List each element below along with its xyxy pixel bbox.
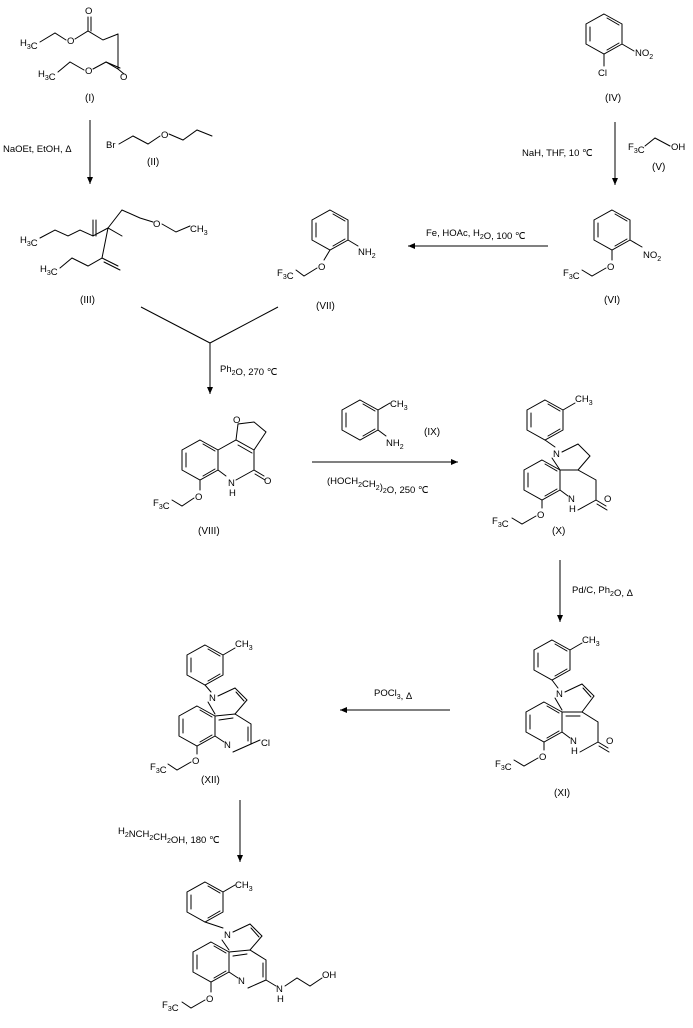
atom-label: O: [206, 994, 213, 1005]
compound-IX: CH3 NH2 (IX): [341, 399, 440, 451]
atom-label: O: [195, 492, 202, 503]
atom-label: OH: [322, 970, 336, 981]
atom-label: H: [277, 994, 284, 1005]
condition-label: Pd/C, Ph2O, Δ: [572, 585, 634, 599]
compound-label: (IX): [424, 427, 440, 438]
atom-label: F3C: [492, 516, 509, 530]
compound-VI: NO2 O F3C (VI): [563, 209, 661, 306]
atom-label: H: [571, 746, 578, 757]
atom-label: O: [539, 752, 546, 763]
atom-label: O: [120, 72, 127, 83]
compound-label: (V): [652, 162, 665, 173]
atom-label: CH3: [235, 639, 253, 652]
compound-label: (VII): [316, 301, 335, 312]
atom-label: NO2: [635, 48, 653, 61]
compound-II: Br O (II): [106, 129, 213, 168]
atom-label: N: [209, 693, 216, 704]
atom-label: H3C: [38, 69, 56, 83]
compound-V: F3C OH (V): [628, 137, 685, 173]
condition-label: NaOEt, EtOH, Δ: [3, 144, 72, 155]
compound-XII: CH3 N N Cl O F3C (XII): [150, 639, 270, 786]
atom-label: CH3: [390, 399, 408, 412]
atom-label: O: [153, 219, 160, 230]
atom-label: H3C: [20, 38, 38, 52]
atom-label: O: [604, 494, 611, 505]
condition-label: POCl3, Δ: [374, 688, 413, 702]
atom-label: O: [161, 130, 168, 141]
atom-label: O: [537, 510, 544, 521]
atom-label: NH2: [358, 247, 376, 260]
atom-label: O: [318, 262, 325, 273]
atom-label: N: [224, 930, 231, 941]
atom-label: N: [556, 689, 563, 700]
compound-label: (XII): [201, 775, 220, 786]
atom-label: O: [85, 66, 92, 77]
atom-label: N: [228, 478, 235, 489]
atom-label: CH3: [582, 635, 600, 648]
atom-label: O: [192, 756, 199, 767]
compound-VIII: N H O O O F3C (VIII): [153, 415, 271, 537]
condition-label: (HOCH2CH2)2O, 250 ℃: [327, 476, 429, 496]
compound-IV: NO2 Cl (IV): [585, 13, 653, 104]
atom-label: H3C: [20, 235, 38, 249]
atom-label: OH: [671, 142, 685, 153]
compound-label: (XI): [554, 788, 570, 799]
atom-label: F3C: [277, 268, 294, 282]
atom-label: F3C: [150, 762, 167, 776]
atom-label: O: [606, 736, 613, 747]
compound-label: (VI): [604, 295, 620, 306]
condition-label: Fe, HOAc, H2O, 100 ℃: [426, 228, 526, 242]
atom-label: CH3: [575, 394, 593, 407]
atom-label: H: [229, 488, 236, 499]
condition-label: H2NCH2CH2OH, 180 ℃: [118, 826, 220, 846]
atom-label: O: [607, 262, 614, 273]
atom-label: O: [67, 36, 74, 47]
compound-label: (VIII): [198, 526, 220, 537]
atom-label: O: [233, 415, 240, 426]
compound-label: (IV): [605, 93, 621, 104]
atom-label: Cl: [261, 738, 270, 749]
compound-label: (III): [80, 295, 95, 306]
compound-label: (I): [85, 93, 94, 104]
atom-label: N: [570, 736, 577, 747]
atom-label: NO2: [643, 250, 661, 263]
atom-label: O: [85, 6, 92, 17]
atom-label: F3C: [628, 142, 645, 156]
atom-label: N: [553, 449, 560, 460]
compound-X: CH3 N N H O O F3C (X): [492, 394, 611, 537]
atom-label: O: [264, 476, 271, 487]
condition-label: NaH, THF, 10 ℃: [522, 148, 593, 159]
compound-I: H3C O O H3C O O (I): [20, 6, 127, 104]
atom-label: Cl: [598, 68, 607, 79]
atom-label: N: [568, 494, 575, 505]
atom-label: CH3: [235, 880, 253, 893]
compound-label: (II): [147, 157, 159, 168]
atom-label: N: [276, 984, 283, 995]
atom-label: NH2: [386, 438, 404, 451]
compound-III: H3C O CH3 H3C (III): [20, 209, 208, 306]
compound-label: (X): [552, 526, 565, 537]
atom-label: F3C: [153, 498, 170, 512]
atom-label: N: [238, 976, 245, 987]
compound-final: CH3 N N N H OH O F3C: [162, 880, 336, 1014]
atom-label: CH3: [190, 224, 208, 237]
atom-label: N: [224, 740, 231, 751]
atom-label: F3C: [162, 1000, 179, 1014]
atom-label: F3C: [495, 759, 512, 773]
convergence-bracket: [140, 306, 279, 344]
atom-label: H3C: [40, 264, 58, 278]
compound-XI: CH3 N N H O O F3C (XI): [495, 635, 613, 799]
compound-VII: NH2 O F3C (VII): [277, 209, 376, 312]
atom-label: F3C: [563, 268, 580, 282]
condition-label: Ph2O, 270 ℃: [220, 364, 278, 378]
atom-label: Br: [106, 140, 116, 151]
atom-label: H: [569, 504, 576, 515]
